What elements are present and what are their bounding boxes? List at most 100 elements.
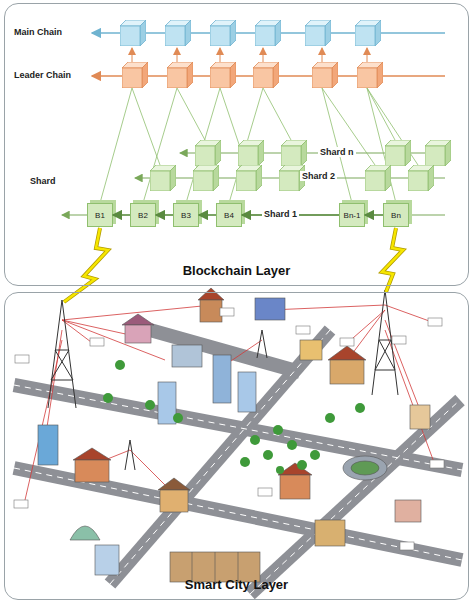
shard-links (263, 88, 291, 140)
buildings (75, 460, 109, 482)
main-chain-blocks (120, 20, 146, 46)
chain-link-arrow (365, 214, 383, 215)
buildings (125, 325, 151, 343)
shard-blocks (408, 165, 434, 191)
block-label: Bn (391, 211, 401, 220)
buildings (328, 346, 366, 360)
buildings (238, 372, 256, 412)
main-chain-blocks (255, 20, 281, 46)
device-boxes (258, 488, 272, 496)
leader-to-main-arrows (220, 48, 221, 62)
chain-link-arrow (156, 214, 173, 215)
shard-blocks (281, 140, 307, 166)
buildings (351, 461, 379, 475)
block-label: B2 (138, 211, 148, 220)
device-boxes (296, 326, 310, 334)
leader-chain-blocks (312, 62, 338, 88)
device-boxes (220, 308, 234, 316)
cell-towers (379, 340, 395, 370)
wireless-links (25, 305, 435, 500)
layer-panel: Blockchain LayerB1B2B3B4Bn-1Bn (4, 3, 469, 286)
leader-to-main-arrows (367, 48, 368, 62)
buildings (213, 355, 231, 403)
trees (310, 450, 320, 460)
buildings (315, 520, 345, 546)
trees (355, 403, 365, 413)
buildings (38, 425, 58, 465)
trees (173, 413, 183, 423)
leader-chain-blocks (357, 62, 383, 88)
shard-links (322, 88, 352, 203)
shard-blocks (425, 140, 451, 166)
shard-links (367, 88, 418, 165)
leader-to-main-arrows (132, 48, 133, 62)
trees (145, 400, 155, 410)
leader-chain-blocks (122, 62, 383, 88)
cell-towers (262, 330, 267, 358)
block-node: B3 (173, 203, 199, 227)
wireless-links (270, 305, 385, 310)
wireless-links (45, 330, 62, 440)
leader-to-main-arrows (322, 48, 323, 62)
leader-to-main-arrows (263, 48, 264, 62)
layer-title: Smart City Layer (5, 577, 468, 592)
device-boxes (392, 336, 406, 344)
main-chain-blocks (165, 20, 191, 46)
main-chain-blocks (305, 20, 331, 46)
chain-label: Leader Chain (12, 70, 73, 80)
wireless-links (25, 340, 62, 500)
buildings (172, 345, 202, 367)
buildings (38, 288, 430, 582)
trees (297, 460, 307, 470)
trees (287, 440, 297, 450)
road-markings (110, 330, 330, 584)
block-label: Bn-1 (344, 211, 361, 220)
block-label: B1 (95, 211, 105, 220)
cell-towers (379, 340, 391, 341)
cell-towers (375, 340, 391, 370)
buildings (198, 288, 224, 300)
shard-links (177, 88, 205, 140)
buildings (160, 490, 188, 512)
wireless-links (385, 305, 432, 322)
cell-towers (48, 300, 62, 408)
cell-towers (385, 290, 398, 395)
road-markings (14, 330, 462, 594)
block-label: B3 (181, 211, 191, 220)
device-boxes (340, 338, 354, 346)
buildings (280, 475, 310, 499)
device-boxes (15, 355, 29, 363)
buildings (410, 405, 430, 429)
buildings (300, 340, 322, 360)
cell-towers (51, 380, 73, 381)
block-node: Bn (383, 203, 409, 227)
leader-chain-blocks (122, 62, 148, 88)
shard-links (100, 88, 418, 203)
buildings (395, 500, 421, 522)
chain-label: Main Chain (12, 27, 64, 37)
block-node: B4 (216, 203, 242, 227)
lightning-bolts (382, 228, 403, 292)
lightning-bolts (64, 228, 108, 302)
trees (103, 393, 113, 403)
chain-link-arrow (199, 214, 216, 215)
trees (115, 360, 125, 370)
buildings (255, 298, 285, 320)
roads (250, 400, 460, 594)
trees (325, 413, 335, 423)
device-boxes (14, 500, 28, 508)
shard-links (100, 88, 132, 203)
shard-links (229, 88, 263, 203)
chain-link-arrow (113, 214, 130, 215)
lightning-bolts (64, 228, 108, 302)
block-node: B1 (87, 203, 113, 227)
shard-blocks (150, 165, 176, 191)
chain-label: Shard 2 (300, 171, 337, 181)
buildings (122, 314, 154, 325)
block-node: Bn-1 (339, 203, 365, 227)
shard-blocks (193, 165, 219, 191)
leader-chain-blocks (167, 62, 193, 88)
cell-towers (375, 370, 395, 371)
